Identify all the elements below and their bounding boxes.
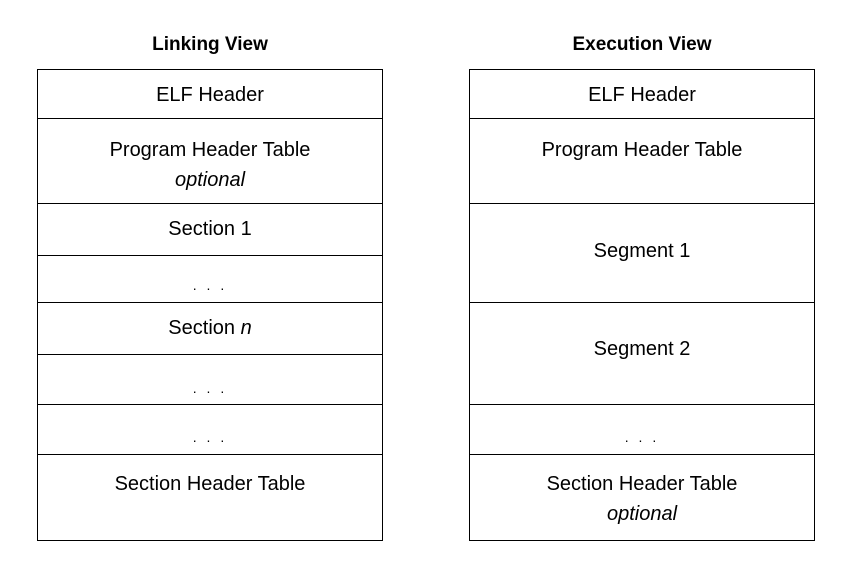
linking-divider [37, 404, 383, 405]
exec-divider [469, 118, 815, 119]
linking-view-stack: ELF Header Program Header Table optional… [37, 69, 383, 541]
exec-segment-2: Segment 2 [470, 334, 814, 365]
exec-pht-label: Program Header Table [541, 139, 743, 161]
linking-ellipsis-2: . . . [38, 373, 382, 404]
linking-section-n: Section n [38, 313, 382, 344]
linking-view-title: Linking View [152, 34, 268, 55]
linking-ellipsis-3: . . . [38, 422, 382, 453]
linking-section-1: Section 1 [38, 214, 382, 245]
exec-divider [469, 454, 815, 455]
exec-divider [469, 302, 815, 303]
linking-pht-optional-note: optional [38, 165, 382, 196]
linking-program-header-table: Program Header Table [38, 135, 382, 166]
exec-segment-2-label: Segment 2 [593, 338, 691, 360]
execution-view-title: Execution View [572, 34, 712, 55]
linking-divider [37, 302, 383, 303]
exec-ellipsis-label: . . . [624, 429, 660, 445]
linking-section-n-label: Section [168, 317, 241, 339]
linking-ellipsis-1-label: . . . [192, 277, 228, 293]
linking-divider [37, 203, 383, 204]
exec-sht-note: optional [606, 503, 678, 525]
exec-ellipsis: . . . [470, 422, 814, 453]
linking-ellipsis-3-label: . . . [192, 429, 228, 445]
exec-divider [469, 404, 815, 405]
linking-section-n-italic: n [240, 317, 252, 339]
linking-ellipsis-2-label: . . . [192, 380, 228, 396]
linking-elf-header-label: ELF Header [156, 84, 264, 106]
exec-section-header-table: Section Header Table [470, 469, 814, 500]
linking-divider [37, 454, 383, 455]
linking-pht-note: optional [174, 169, 246, 191]
exec-segment-1: Segment 1 [470, 236, 814, 267]
linking-section-header-table: Section Header Table [38, 469, 382, 500]
exec-segment-1-label: Segment 1 [593, 240, 691, 262]
linking-divider [37, 255, 383, 256]
linking-ellipsis-1: . . . [38, 270, 382, 301]
exec-sht-optional-note: optional [470, 499, 814, 530]
linking-divider [37, 118, 383, 119]
linking-elf-header: ELF Header [38, 80, 382, 111]
linking-sht-label: Section Header Table [114, 473, 306, 495]
exec-sht-label: Section Header Table [546, 473, 738, 495]
linking-divider [37, 354, 383, 355]
exec-elf-header-label: ELF Header [588, 84, 696, 106]
exec-elf-header: ELF Header [470, 80, 814, 111]
execution-view-stack: ELF Header Program Header Table Segment … [469, 69, 815, 541]
exec-program-header-table: Program Header Table [470, 135, 814, 166]
linking-section-1-label: Section 1 [168, 218, 252, 240]
exec-divider [469, 203, 815, 204]
linking-pht-label: Program Header Table [109, 139, 311, 161]
